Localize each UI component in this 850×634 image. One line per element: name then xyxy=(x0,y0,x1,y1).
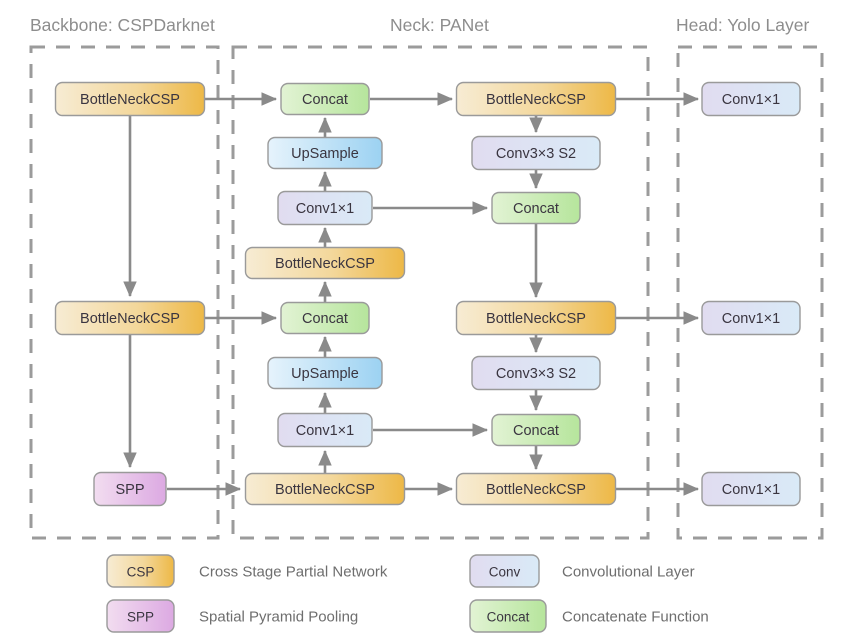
node-shape-nk-conv-1 xyxy=(277,190,373,226)
connector-arrows xyxy=(123,92,700,496)
legend-conv: Conv Convolutional Layer xyxy=(469,554,695,588)
node-shape-nk-csp-1 xyxy=(244,246,406,280)
legend-spp: SPP Spatial Pyramid Pooling xyxy=(106,599,358,633)
legend-spp-swatch xyxy=(106,599,175,633)
node-label-hd-conv-3: Conv1×1 xyxy=(722,482,780,498)
node-hd-conv-2: Conv1×1 xyxy=(701,300,801,336)
node-label-hd-conv-1: Conv1×1 xyxy=(722,92,780,108)
node-bb-spp: SPP xyxy=(93,471,167,507)
node-label-nk-upsample-2: UpSample xyxy=(291,366,359,382)
node-shape-nk-csp-4 xyxy=(455,300,617,336)
node-bb-csp-1: BottleNeckCSP xyxy=(54,81,206,117)
node-shape-nk-csp-2 xyxy=(244,472,406,506)
node-shape-nk-concat-1 xyxy=(280,82,370,116)
node-shape-bb-csp-1 xyxy=(54,81,206,117)
node-shape-nk-conv-2 xyxy=(277,412,373,448)
node-nk-concat-1: Concat xyxy=(280,82,370,116)
node-label-bb-spp: SPP xyxy=(115,482,144,498)
node-label-bb-csp-1: BottleNeckCSP xyxy=(80,92,180,108)
section-boundary-head xyxy=(676,45,824,540)
legend-concat-description: Concatenate Function xyxy=(562,609,709,626)
node-shape-nk-conv-4 xyxy=(471,355,601,391)
node-nk-concat-4: Concat xyxy=(491,413,581,447)
node-label-nk-csp-3: BottleNeckCSP xyxy=(486,92,586,108)
node-label-nk-conv-4: Conv3×3 S2 xyxy=(496,366,576,382)
node-shape-hd-conv-1 xyxy=(701,81,801,117)
node-label-nk-concat-2: Concat xyxy=(302,311,348,327)
node-nk-conv-2: Conv1×1 xyxy=(277,412,373,448)
legend-csp: CSP Cross Stage Partial Network xyxy=(106,554,388,588)
node-nk-upsample-1: UpSample xyxy=(267,136,383,170)
node-nk-conv-4: Conv3×3 S2 xyxy=(471,355,601,391)
node-shape-nk-csp-5 xyxy=(455,472,617,506)
node-nk-csp-2: BottleNeckCSP xyxy=(244,472,406,506)
legend-conv-description: Convolutional Layer xyxy=(562,564,695,581)
legend-concat-swatch-label: Concat xyxy=(487,610,530,625)
node-shape-nk-conv-3 xyxy=(471,135,601,171)
node-nk-conv-1: Conv1×1 xyxy=(277,190,373,226)
node-nk-concat-2: Concat xyxy=(280,301,370,335)
legend-csp-description: Cross Stage Partial Network xyxy=(199,564,388,581)
section-titles: Backbone: CSPDarknet Neck: PANet Head: Yol… xyxy=(30,15,809,35)
section-boundary-backbone xyxy=(29,45,220,540)
section-title-neck: Neck: PANet xyxy=(390,15,489,35)
node-label-nk-csp-5: BottleNeckCSP xyxy=(486,482,586,498)
section-title-backbone: Backbone: CSPDarknet xyxy=(30,15,215,35)
node-shape-bb-csp-2 xyxy=(54,300,206,336)
node-hd-conv-3: Conv1×1 xyxy=(701,471,801,507)
node-shape-hd-conv-3 xyxy=(701,471,801,507)
legend-conv-swatch-label: Conv xyxy=(489,565,521,580)
node-label-nk-csp-4: BottleNeckCSP xyxy=(486,311,586,327)
node-shape-bb-spp xyxy=(93,471,167,507)
node-shape-hd-conv-2 xyxy=(701,300,801,336)
node-shape-nk-upsample-1 xyxy=(267,136,383,170)
legend-concat-swatch xyxy=(469,599,547,633)
node-label-nk-concat-4: Concat xyxy=(513,423,559,439)
node-shape-nk-concat-3 xyxy=(491,191,581,225)
node-nk-concat-3: Concat xyxy=(491,191,581,225)
node-label-nk-conv-1: Conv1×1 xyxy=(296,201,354,217)
node-label-hd-conv-2: Conv1×1 xyxy=(722,311,780,327)
node-nk-csp-1: BottleNeckCSP xyxy=(244,246,406,280)
section-boundary-neck xyxy=(231,45,650,540)
legend-conv-swatch xyxy=(469,554,540,588)
node-label-nk-conv-3: Conv3×3 S2 xyxy=(496,146,576,162)
node-label-nk-concat-3: Concat xyxy=(513,201,559,217)
legend-concat: Concat Concatenate Function xyxy=(469,599,709,633)
node-bb-csp-2: BottleNeckCSP xyxy=(54,300,206,336)
legend-spp-swatch-label: SPP xyxy=(127,610,154,625)
node-label-nk-conv-2: Conv1×1 xyxy=(296,423,354,439)
node-label-nk-csp-2: BottleNeckCSP xyxy=(275,482,375,498)
node-nk-upsample-2: UpSample xyxy=(267,356,383,390)
node-nk-csp-5: BottleNeckCSP xyxy=(455,472,617,506)
node-label-bb-csp-2: BottleNeckCSP xyxy=(80,311,180,327)
node-nk-csp-4: BottleNeckCSP xyxy=(455,300,617,336)
node-label-nk-upsample-1: UpSample xyxy=(291,146,359,162)
node-label-nk-csp-1: BottleNeckCSP xyxy=(275,256,375,272)
section-title-head: Head: Yolo Layer xyxy=(676,15,809,35)
node-shape-nk-concat-4 xyxy=(491,413,581,447)
node-label-nk-concat-1: Concat xyxy=(302,92,348,108)
node-boxes: BottleNeckCSPBottleNeckCSPSPPConcatUpSam… xyxy=(54,81,801,507)
node-shape-nk-concat-2 xyxy=(280,301,370,335)
legend-spp-description: Spatial Pyramid Pooling xyxy=(199,609,358,626)
legend-csp-swatch-label: CSP xyxy=(127,565,155,580)
node-nk-conv-3: Conv3×3 S2 xyxy=(471,135,601,171)
node-nk-csp-3: BottleNeckCSP xyxy=(455,81,617,117)
node-shape-nk-upsample-2 xyxy=(267,356,383,390)
node-shape-nk-csp-3 xyxy=(455,81,617,117)
legend-csp-swatch xyxy=(106,554,175,588)
node-hd-conv-1: Conv1×1 xyxy=(701,81,801,117)
section-boundaries xyxy=(29,45,824,540)
